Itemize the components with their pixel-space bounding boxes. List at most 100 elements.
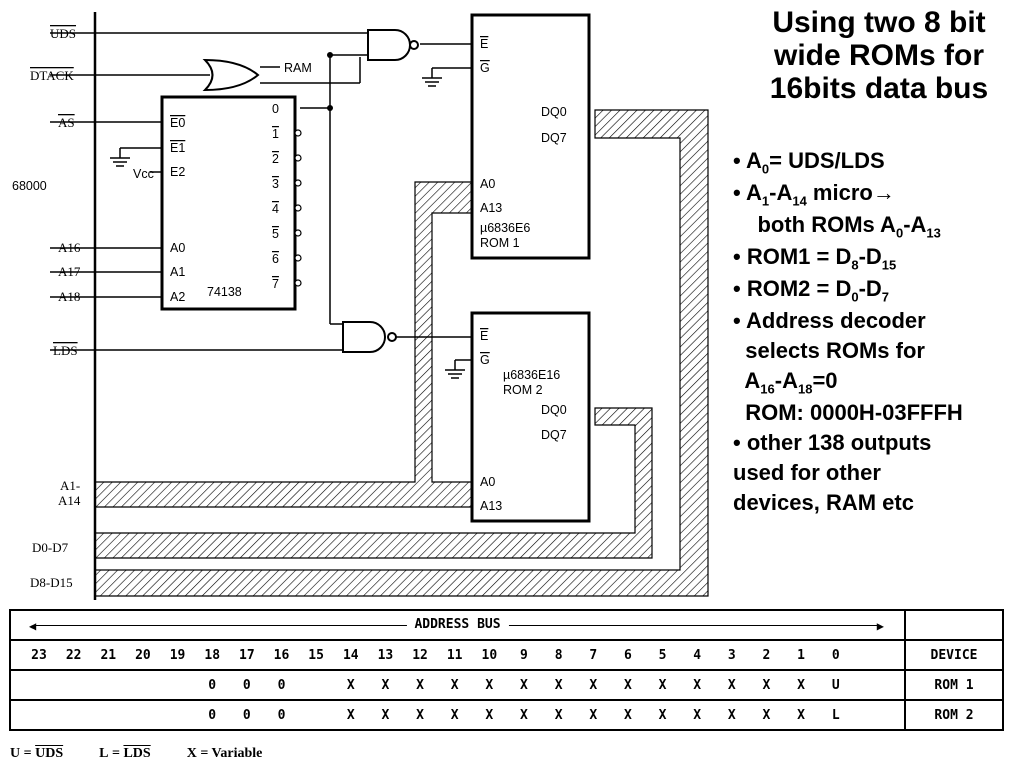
bullet-item: • ROM2 = D0-D7	[733, 276, 890, 305]
rom1-device-cell: ROM 1	[904, 669, 1004, 701]
bit-number: 10	[481, 647, 498, 663]
bit-number: 2	[762, 647, 771, 663]
bit-number: 1	[797, 647, 805, 663]
rom2-a13-label: A13	[480, 499, 502, 513]
decoder-output-label: 4	[272, 202, 279, 216]
decoder-e0-label: E0	[170, 116, 185, 130]
legend-item: X = Variable	[186, 746, 263, 761]
address-cell: L	[831, 707, 840, 723]
bus-d8-d15	[94, 109, 709, 597]
address-cell: X	[693, 707, 702, 723]
address-cell	[64, 708, 84, 723]
bit-number: 8	[554, 647, 563, 663]
address-cell: X	[658, 707, 667, 723]
bullet-item: • ROM1 = D8-D15	[733, 244, 897, 273]
rom2-part-label: µ6836E16	[503, 368, 560, 382]
address-cell: 0	[242, 677, 251, 693]
output-bubble	[294, 129, 302, 137]
as-label: AS	[58, 115, 75, 130]
output-bubble	[294, 279, 302, 287]
address-cell: X	[727, 677, 736, 693]
rom1-part-label: µ6836E6	[480, 221, 530, 235]
address-cell	[29, 708, 49, 723]
a17-label: A17	[58, 264, 81, 279]
address-cell: X	[623, 707, 632, 723]
bit-number: 13	[377, 647, 394, 663]
rom1-a0-label: A0	[480, 177, 495, 191]
nand-gate-rom1	[367, 29, 419, 61]
rom2-dq0-label: DQ0	[541, 403, 567, 417]
a18-label: A18	[58, 289, 80, 304]
decoder-output-label: 6	[272, 252, 279, 266]
lds-label: LDS	[53, 343, 78, 358]
decoder-output-label: 7	[272, 277, 279, 291]
decoder-74138-chip	[160, 95, 297, 311]
decoder-e1-label: E1	[170, 141, 185, 155]
address-cell: X	[658, 677, 667, 693]
decoder-a2-label: A2	[170, 290, 185, 304]
address-cell: U	[831, 677, 840, 693]
rom2-g-label: G	[480, 353, 490, 367]
or-gate	[202, 58, 260, 92]
address-cell: X	[416, 677, 424, 693]
bullet-item: • Address decoder	[733, 308, 926, 334]
a1-a14-label-line1: A1-	[60, 478, 80, 493]
bit-number: 20	[135, 647, 151, 663]
address-cell: X	[554, 677, 563, 693]
address-cell: X	[693, 677, 702, 693]
address-cell	[98, 708, 118, 723]
d8-d15-label: D8-D15	[30, 575, 73, 590]
bullet-list: • A0= UDS/LDS• A1-A14 micro→ both ROMs A…	[733, 146, 1023, 518]
uds-label: UDS	[50, 26, 76, 41]
rom1-name-label: ROM 1	[480, 236, 520, 250]
a1-a14-label-line2: A14	[58, 493, 81, 508]
address-cell: 0	[208, 677, 217, 693]
output-bubble	[294, 154, 302, 162]
rom2-chip	[470, 311, 591, 523]
address-cell: X	[554, 707, 563, 723]
address-cell: X	[520, 707, 528, 723]
bullet-item: ROM: 0000H-03FFFH	[733, 400, 963, 426]
signal-wires	[50, 32, 472, 379]
device-header: DEVICE	[904, 639, 1004, 671]
address-cell: X	[520, 677, 528, 693]
decoder-a1-label: A1	[170, 265, 185, 279]
bit-number: 19	[169, 647, 186, 663]
decoder-output-label: 2	[272, 152, 279, 166]
nand-gate-rom2	[342, 321, 397, 353]
address-cell: 0	[277, 677, 286, 693]
address-cell: X	[797, 707, 805, 723]
bullet-item: A16-A18=0	[733, 368, 838, 397]
decoder-output-label: 1	[272, 127, 279, 141]
rom1-g-label: G	[480, 61, 490, 75]
address-cell: X	[623, 677, 632, 693]
rom1-dq7-label: DQ7	[541, 131, 567, 145]
address-cell: X	[762, 707, 771, 723]
address-cell: 0	[277, 707, 286, 723]
decoder-e2-label: E2	[170, 165, 185, 179]
rom2-a0-label: A0	[480, 475, 495, 489]
bit-number: 12	[412, 647, 428, 663]
rom2-device-cell: ROM 2	[904, 699, 1004, 731]
bullet-item: selects ROMs for	[733, 338, 925, 364]
decoder-output-label: 0	[272, 102, 279, 116]
bit-number: 11	[446, 647, 463, 663]
address-bus-header-cell: ◀ ADDRESS BUS ▶	[9, 609, 906, 641]
circuit-diagram: UDS DTACK AS 68000 A16 A17 A18 LDS A1- A…	[12, 12, 709, 600]
rom2-name-label: ROM 2	[503, 383, 543, 397]
bit-number: 4	[693, 647, 702, 663]
address-cell: X	[381, 677, 390, 693]
decoder-output-label: 5	[272, 227, 279, 241]
decoder-part-label: 74138	[207, 285, 242, 299]
d0-d7-label: D0-D7	[32, 540, 69, 555]
address-cell	[133, 708, 153, 723]
decoder-a0-label: A0	[170, 241, 185, 255]
address-cell: 0	[208, 707, 217, 723]
legend-item: L = LDS	[99, 746, 151, 761]
bit-number: 6	[623, 647, 632, 663]
